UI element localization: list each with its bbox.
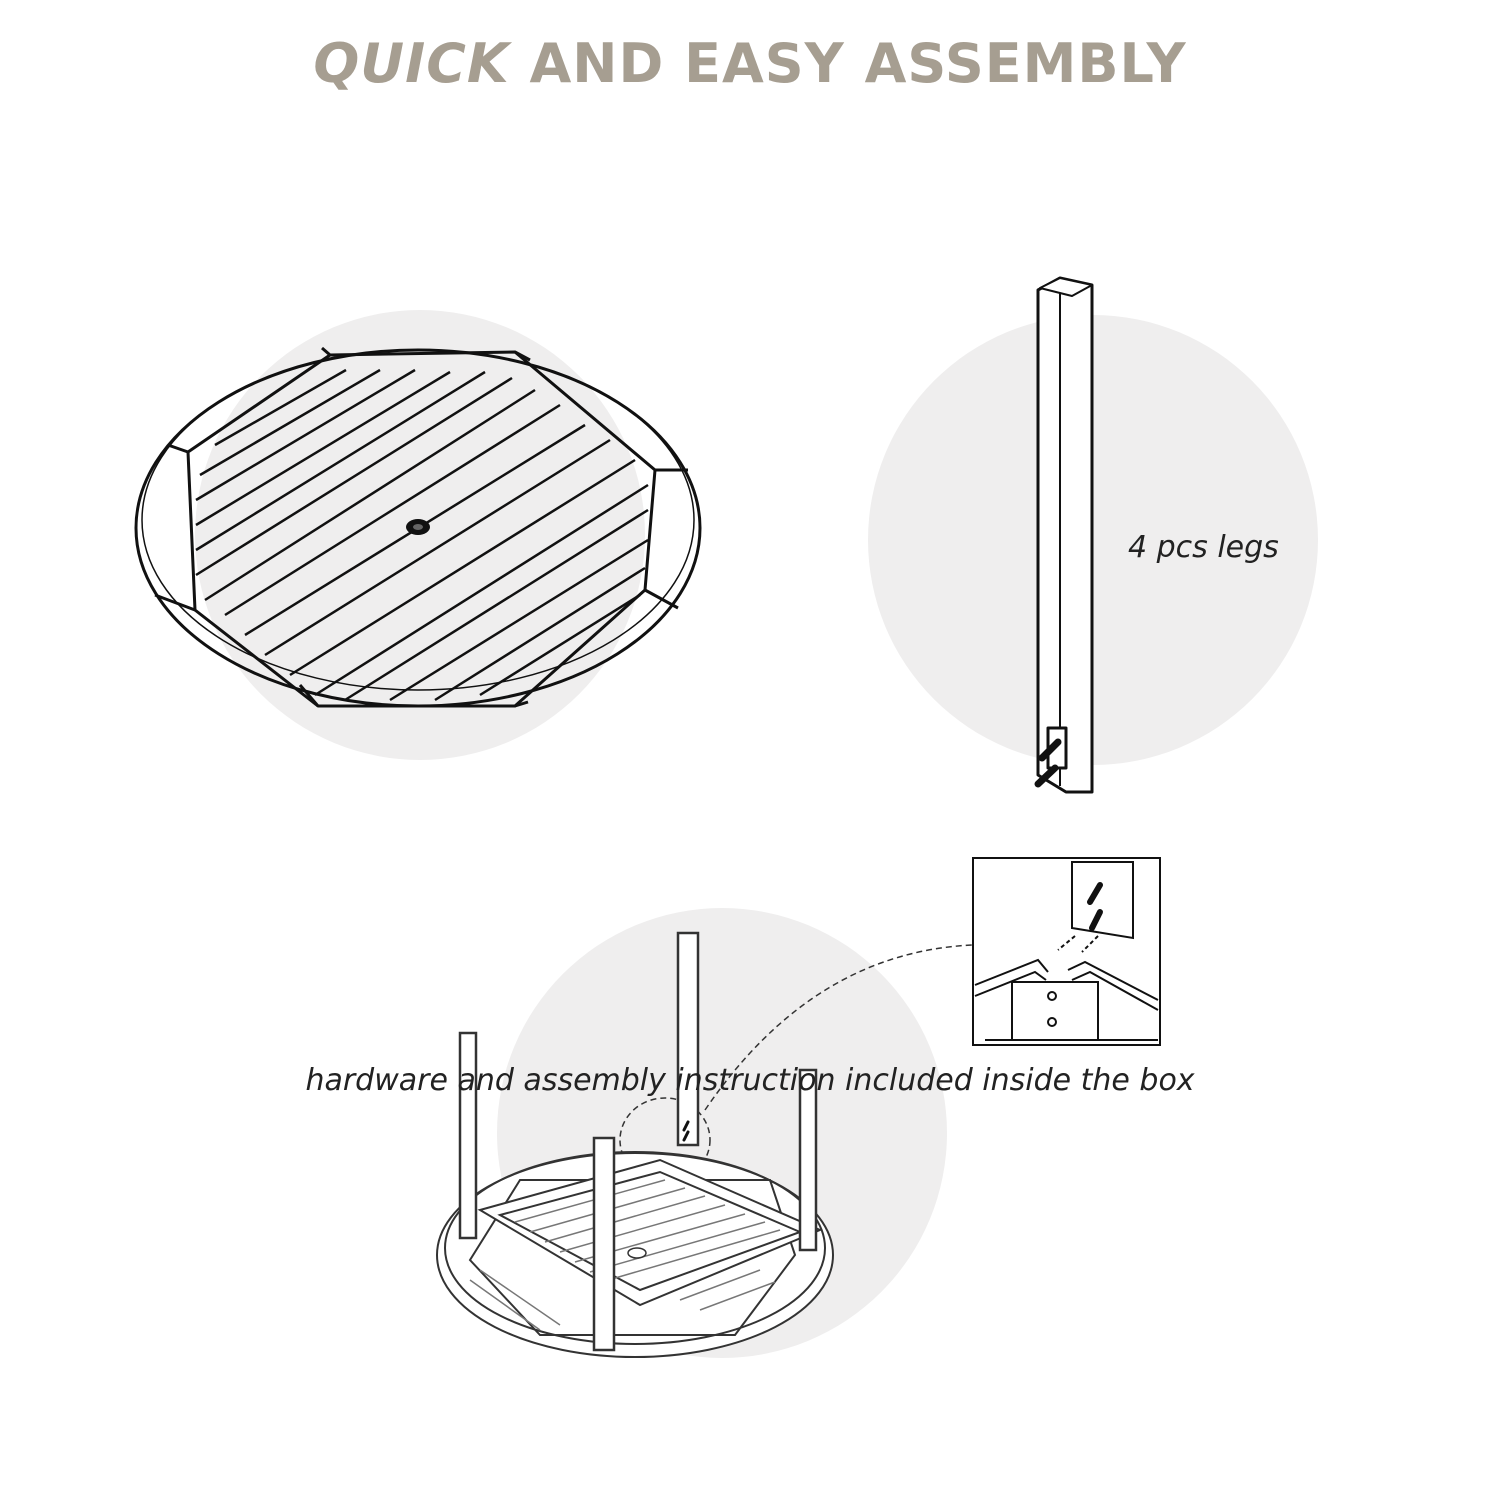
assembled-legs — [458, 931, 818, 1352]
detail-callout-circle — [619, 1097, 711, 1183]
page-title: QUICK AND EASY ASSEMBLY — [0, 32, 1500, 95]
leg-bolts — [1034, 738, 1062, 788]
detail-callout-line — [704, 944, 973, 1111]
title-emphasis: QUICK — [313, 32, 510, 95]
tabletop-illustration — [134, 346, 702, 708]
inset-bolts — [1087, 882, 1103, 931]
assembled-leg-bolts — [682, 1120, 690, 1142]
leg-illustration — [1036, 276, 1094, 794]
footer-note: hardware and assembly instruction includ… — [305, 1063, 1195, 1098]
detail-inset — [972, 857, 1161, 1046]
tabletop-slats — [195, 368, 649, 702]
legs-label: 4 pcs legs — [1128, 530, 1279, 565]
assembled-umbrella-hole — [627, 1247, 647, 1259]
umbrella-hole-inner — [413, 524, 423, 530]
title-rest: AND EASY ASSEMBLY — [509, 32, 1187, 95]
